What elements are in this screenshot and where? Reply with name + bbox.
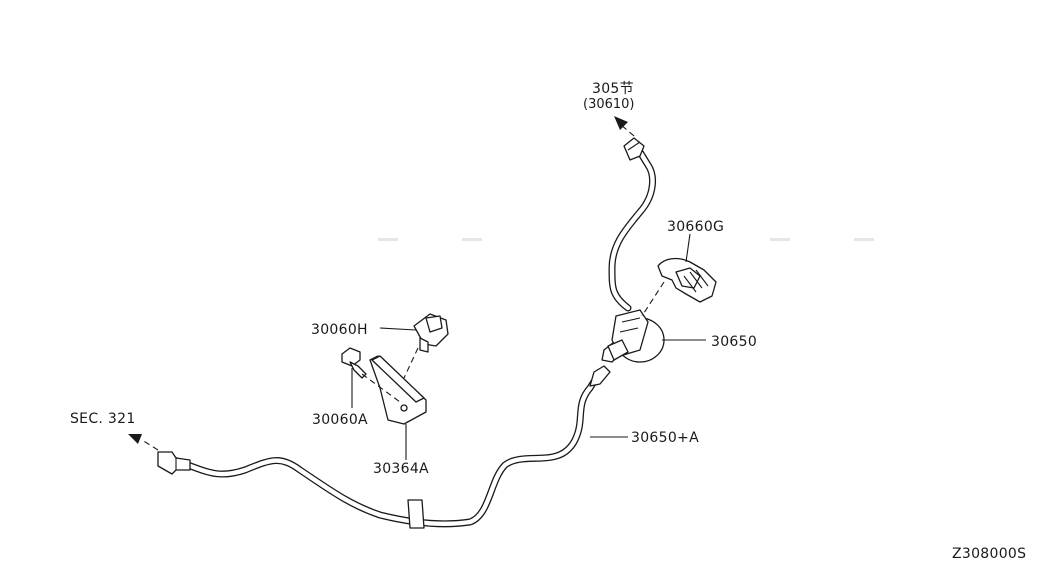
part-30650-body [607, 309, 665, 363]
scan-artifacts [378, 238, 874, 241]
leader-30060H [379, 327, 417, 331]
part-30660G [657, 257, 717, 303]
arrow-left-icon [128, 434, 159, 451]
dashed-30060A [361, 373, 401, 403]
label-30660G: 30660G [667, 219, 724, 235]
figure-code: Z308000S [952, 546, 1026, 562]
label-30650: 30650 [711, 334, 757, 350]
part-30060A [341, 347, 367, 379]
dashed-30660G [641, 281, 665, 317]
part-30364A [369, 355, 427, 425]
upper-ref-line2: (30610) [583, 97, 635, 112]
label-30364A: 30364A [373, 461, 429, 477]
upper-ref-line1: 305节 [592, 81, 634, 97]
leader-30660G [685, 233, 691, 263]
arrow-up-left-icon [614, 116, 635, 137]
label-30060H: 30060H [311, 322, 368, 338]
part-30060H [413, 313, 449, 353]
dashed-30060H [403, 347, 419, 379]
label-30060A: 30060A [312, 412, 368, 428]
pipe-upper [608, 137, 656, 312]
sec-ref-label: SEC. 321 [70, 411, 136, 427]
label-30650A: 30650+A [631, 430, 699, 446]
